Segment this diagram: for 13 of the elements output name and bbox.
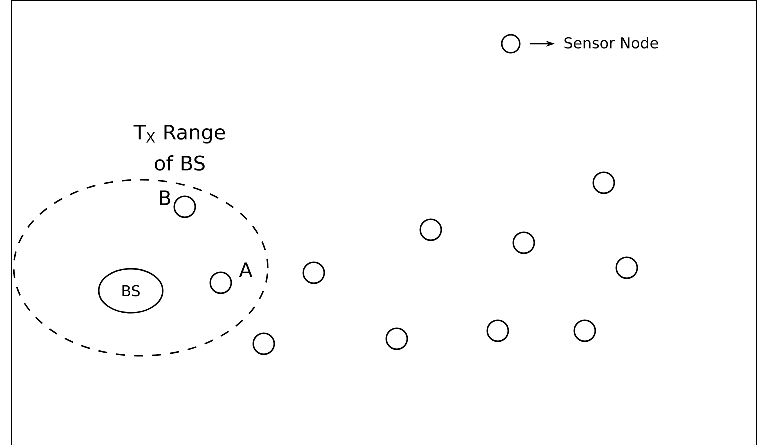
sensor-node-circle [420, 218, 442, 242]
legend-text: Sensor Node [564, 37, 658, 49]
range-label: T$_{X}$ Range of BS [134, 125, 226, 171]
sensor-node-circle [592, 172, 616, 194]
sensor-node-circle [386, 328, 408, 350]
sensor-node-circle [574, 320, 596, 342]
sensor-node-circle [486, 320, 510, 342]
node-letter: A [239, 262, 253, 278]
sensor-node-circle [302, 262, 326, 284]
sensor-node-circle [616, 256, 638, 280]
sensor-node-circle [512, 232, 536, 254]
node-letter: B [160, 190, 170, 206]
sensor-node-circle [252, 332, 276, 356]
